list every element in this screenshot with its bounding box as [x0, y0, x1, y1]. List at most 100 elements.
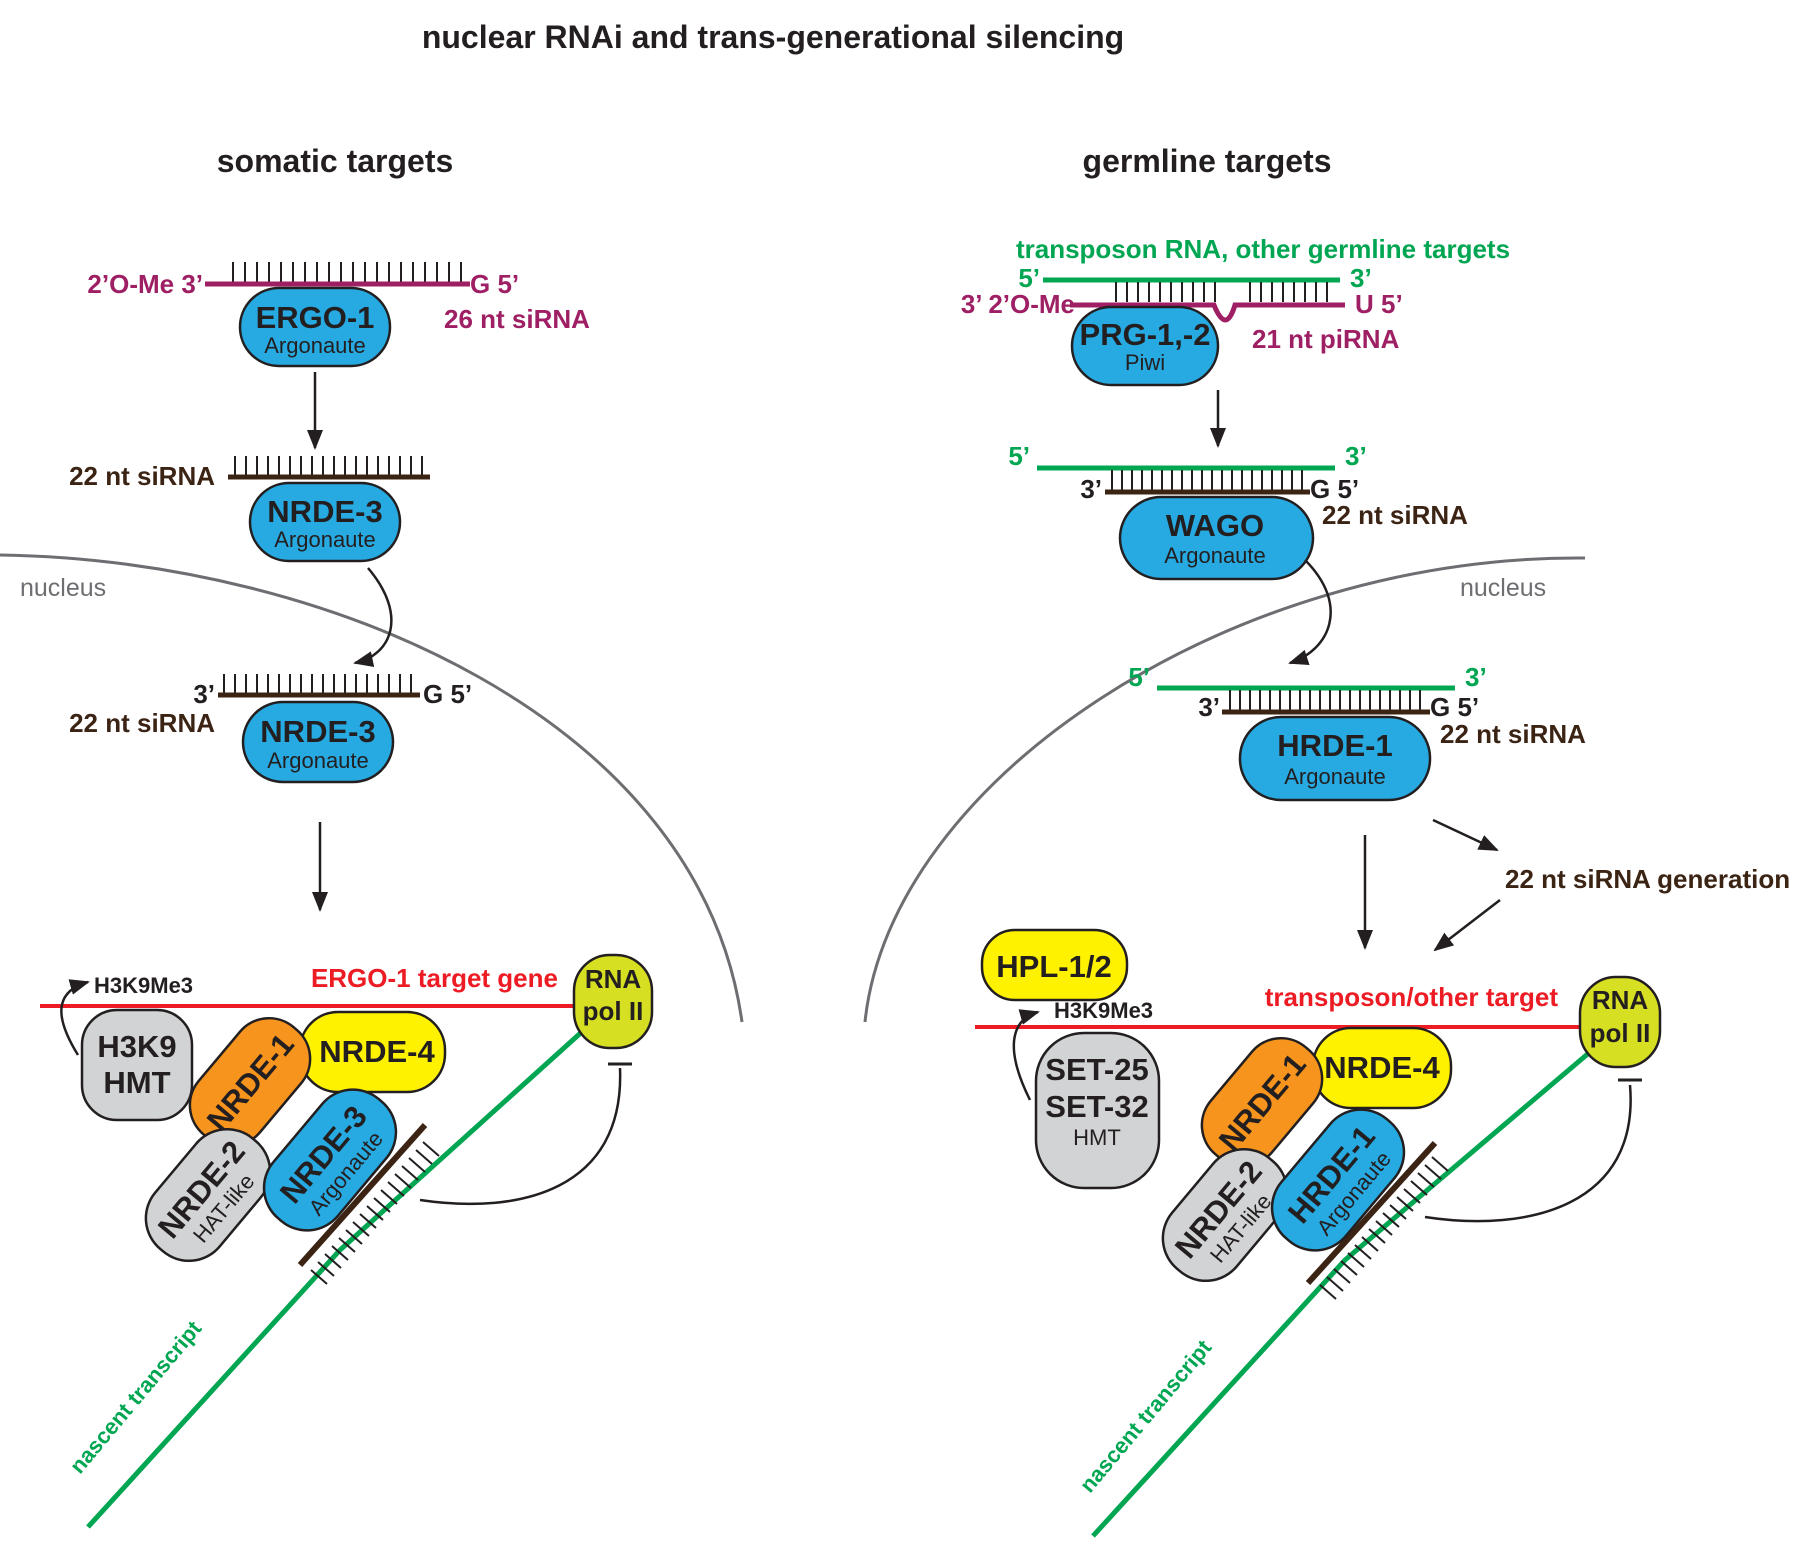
nrde4-name-right: NRDE-4 [1324, 1050, 1440, 1085]
prg-sub: Piwi [1125, 350, 1165, 375]
sirna-generation-label: 22 nt siRNA generation [1505, 864, 1790, 894]
nrde3-sub-a: Argonaute [274, 527, 376, 552]
diagram-title: nuclear RNAi and trans-generational sile… [422, 19, 1124, 55]
nrde2-protein-left [144, 1127, 272, 1263]
hrde1-22nt-label: 22 nt siRNA [1440, 719, 1586, 749]
somatic-arrow-2 [353, 567, 393, 667]
prg-21nt-label: 21 nt piRNA [1252, 324, 1400, 354]
hrde1-protein [1238, 715, 1432, 802]
nrde3-cytoplasmic-complex: 22 nt siRNA NRDE-3 Argonaute [69, 456, 430, 563]
rna-pol-ii-right [1578, 975, 1662, 1069]
prg-complex: transposon RNA, other germline targets 5… [961, 234, 1510, 387]
wago-22nt-label: 22 nt siRNA [1322, 500, 1468, 530]
prg-pirna-strand [1070, 302, 1345, 323]
ergo1-2ome-label: 2’O-Me 3’ [87, 269, 203, 299]
wago-3p-label-top: 3’ [1345, 441, 1367, 471]
ergo1-protein [238, 286, 392, 368]
nrde3-hairpins-b [223, 674, 412, 693]
hrde1-complex: 5’ 3’ 3’ G 5’ HRDE-1 Argonaute 22 nt siR… [1128, 662, 1586, 802]
nrde3-protein-c [262, 1088, 398, 1232]
ergo1-26nt-label: 26 nt siRNA [444, 304, 590, 334]
hrde1-5p-label: 5’ [1128, 662, 1150, 692]
hrde1-name: HRDE-1 [1277, 728, 1392, 763]
nrde3-hairpins-a [234, 456, 423, 475]
germline-heading: germline targets [1083, 143, 1332, 179]
rna-pol-ii-right-l1: RNA [1592, 985, 1649, 1015]
wago-name: WAGO [1166, 508, 1264, 543]
nrde3-name-a: NRDE-3 [267, 494, 382, 529]
wago-g5-label: G 5’ [1310, 474, 1359, 504]
h3k9-hmt-l2: HMT [103, 1065, 170, 1100]
hpl-name: HPL-1/2 [996, 949, 1111, 984]
hpl-protein [980, 928, 1129, 1002]
ergo1-target-gene-label: ERGO-1 target gene [311, 963, 558, 993]
h3k9-hmt-l1: H3K9 [97, 1029, 176, 1064]
set32-label: SET-32 [1045, 1089, 1148, 1124]
prg-5p-label: 5’ [1018, 263, 1040, 293]
wago-hairpins [1111, 470, 1303, 490]
ergo1-hairpins [232, 262, 462, 282]
nascent-transcript-right [1091, 1050, 1592, 1538]
nascent-transcript-label-right: nascent transcript [1075, 1335, 1217, 1498]
wago-complex: 5’ 3’ 3’ G 5’ WAGO Argonaute 22 nt siRNA [1008, 441, 1468, 581]
rna-pol-ii-right-l2: pol II [1590, 1018, 1651, 1048]
somatic-chromatin-complex: ERGO-1 target gene H3K9Me3 nascent trans… [40, 953, 654, 1529]
set-hmt-protein [1034, 1031, 1161, 1190]
hrde1-3p-label: 3’ [1198, 692, 1220, 722]
nrde4-name-left: NRDE-4 [319, 1034, 435, 1069]
h3k9me3-arrow-right [1012, 1009, 1040, 1101]
prg-hairpins [1115, 282, 1328, 302]
ergo1-name: ERGO-1 [256, 300, 375, 335]
h3k9-hmt-protein [80, 1008, 194, 1122]
nrde3-3p-label: 3’ [193, 679, 215, 709]
nrde3-22nt-label-a: 22 nt siRNA [69, 461, 215, 491]
hrde1-sub: Argonaute [1284, 764, 1386, 789]
hrde1-g5-label: G 5’ [1430, 692, 1479, 722]
hrde1-group-right: HRDE-1 Argonaute [1270, 1108, 1406, 1252]
rna-pol-ii-left-l2: pol II [583, 996, 644, 1026]
germline-nascent-sirna-hairpins [1319, 1156, 1449, 1300]
nrde3-g5-label: G 5’ [423, 679, 472, 709]
germline-chromatin-complex: HPL-1/2 transposon/other target H3K9Me3 … [975, 928, 1662, 1538]
nrde3-protein-b [241, 700, 395, 784]
nrde3-protein-a [248, 481, 402, 563]
prg-3p-label: 3’ [1350, 263, 1372, 293]
transposon-target-label: transposon/other target [1265, 982, 1559, 1012]
nrde3-22nt-label-b: 22 nt siRNA [69, 708, 215, 738]
prg-u5-label: U 5’ [1355, 289, 1403, 319]
nrde3-name-b: NRDE-3 [260, 714, 375, 749]
hrde1-hairpins [1229, 690, 1421, 710]
nrde2-protein-right [1161, 1147, 1289, 1283]
nrde3-nuclear-complex: 3’ G 5’ 22 nt siRNA NRDE-3 Argonaute [69, 674, 472, 784]
nucleus-boundary-right [863, 556, 1586, 1023]
wago-5p-label: 5’ [1008, 441, 1030, 471]
nrde1-protein-right [1200, 1036, 1324, 1168]
germline-arrow-to-generation [1432, 818, 1499, 852]
nucleus-label-right: nucleus [1460, 574, 1546, 602]
h3k9me3-arrow-left [60, 979, 90, 1056]
nrde3-sub-b: Argonaute [267, 748, 369, 773]
wago-3p-label: 3’ [1080, 474, 1102, 504]
germline-arrow-from-generation [1433, 899, 1501, 952]
wago-sub: Argonaute [1164, 543, 1266, 568]
rna-pol-ii-left-l1: RNA [585, 964, 642, 994]
inhibition-arc-right [1424, 1084, 1632, 1223]
h3k9me3-label-right: H3K9Me3 [1054, 998, 1153, 1023]
h3k9me3-label-left: H3K9Me3 [94, 973, 193, 998]
nascent-transcript-left [86, 1018, 597, 1529]
hrde1-3p-label-top: 3’ [1465, 662, 1487, 692]
prg-name: PRG-1,-2 [1080, 317, 1211, 352]
hrde1-protein-b [1270, 1108, 1406, 1252]
nucleus-label-left: nucleus [20, 574, 106, 602]
somatic-heading: somatic targets [217, 143, 454, 179]
germline-arrow-2 [1288, 559, 1332, 666]
ergo1-g5-label: G 5’ [470, 269, 519, 299]
somatic-nascent-sirna-hairpins [310, 1141, 440, 1285]
germline-nascent-sirna-strand [1305, 1140, 1438, 1286]
wago-protein [1118, 495, 1315, 581]
nascent-transcript-label-left: nascent transcript [65, 1316, 207, 1479]
set25-label: SET-25 [1045, 1052, 1148, 1087]
transposon-rna-label: transposon RNA, other germline targets [1016, 234, 1510, 264]
ergo1-sub: Argonaute [264, 333, 366, 358]
